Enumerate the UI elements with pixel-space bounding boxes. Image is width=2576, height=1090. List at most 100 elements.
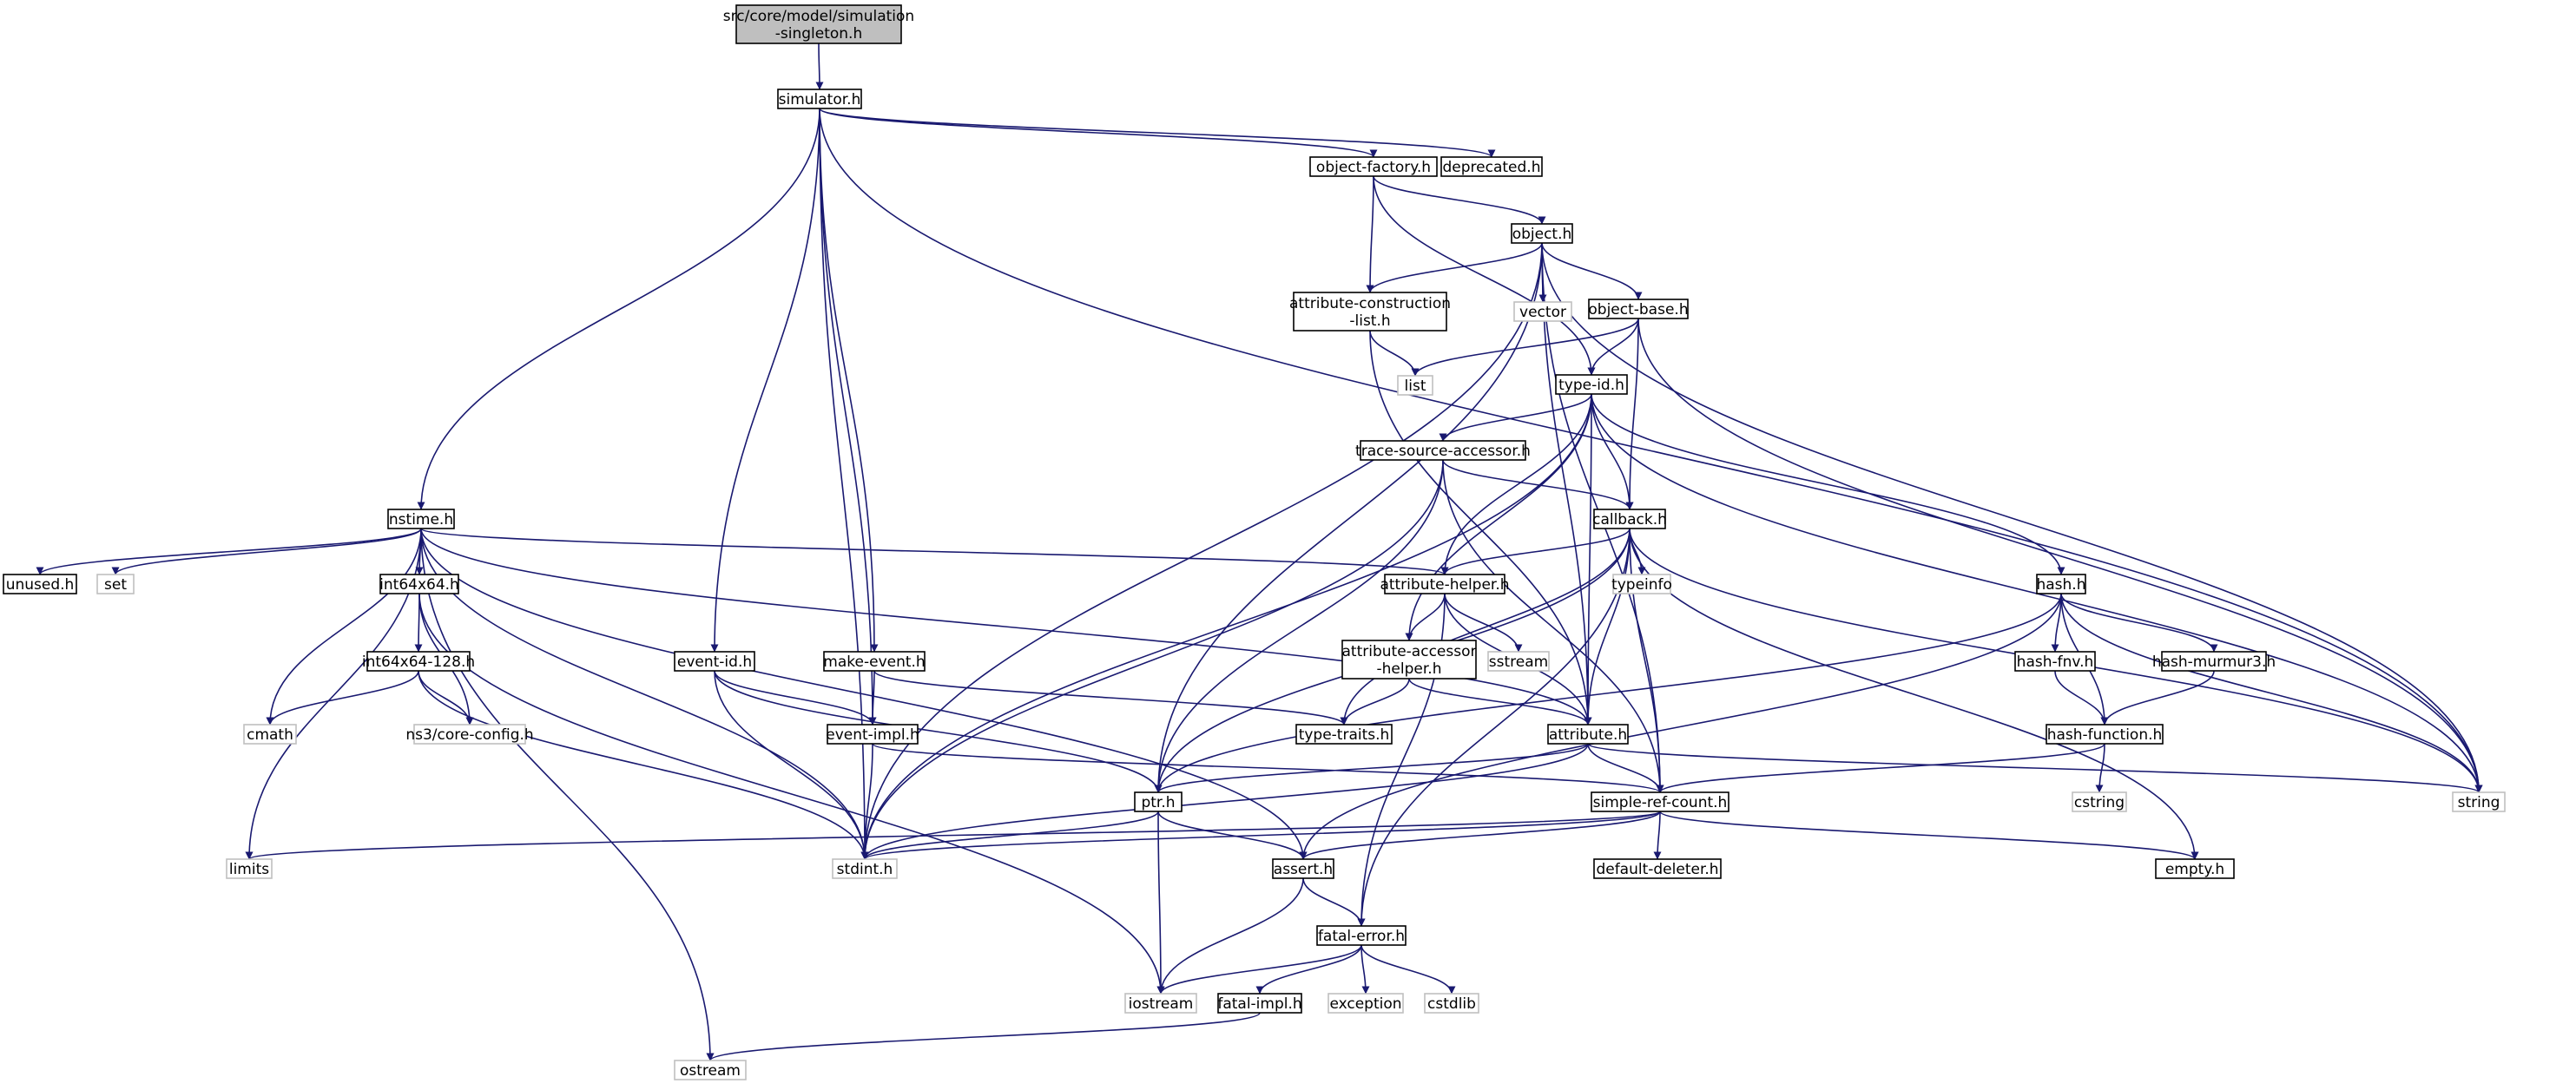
node-exception: exception	[1328, 993, 1404, 1014]
edge-type-id-to-hash	[1591, 393, 2065, 575]
edge-int64x64-to-iostream	[418, 593, 1165, 995]
edge-attr-helper-to-attr-accessor	[1405, 593, 1446, 641]
edge-object-base-to-string	[1637, 318, 2483, 793]
node-label: typeinfo	[1611, 576, 1672, 594]
node-event-id-h[interactable]: event-id.h	[674, 651, 755, 672]
node-label: -singleton.h	[775, 25, 862, 43]
node-label: fatal-error.h	[1318, 928, 1405, 945]
node-label: attribute-accessor	[1342, 643, 1477, 660]
node-iostream: iostream	[1124, 993, 1197, 1014]
node-fatal-impl-h[interactable]: fatal-impl.h	[1217, 993, 1302, 1014]
node-attribute-helper-h[interactable]: attribute-helper.h	[1380, 574, 1510, 594]
node-box	[1295, 724, 1393, 745]
node-hash-function-h[interactable]: hash-function.h	[2046, 724, 2164, 745]
node-unused-h[interactable]: unused.h	[3, 574, 77, 594]
node-event-impl-h[interactable]: event-impl.h	[826, 724, 919, 745]
node-box	[1328, 993, 1404, 1014]
edge-simple-ref-to-default-deleter	[1653, 811, 1662, 860]
node-box	[1384, 574, 1505, 594]
edge-hash-to-string	[2060, 593, 2483, 793]
node-box	[1612, 574, 1671, 594]
edge-attribute-to-string	[1587, 743, 2483, 793]
node-default-deleter-h[interactable]: default-deleter.h	[1593, 858, 1722, 879]
node-label: type-traits.h	[1299, 726, 1390, 744]
edge-type-id-to-callback	[1591, 393, 1634, 510]
node-box	[1309, 156, 1438, 177]
node-box	[1341, 640, 1477, 680]
node-simple-ref-count-h[interactable]: simple-ref-count.h	[1591, 791, 1729, 812]
edge-event-id-to-event-impl	[714, 670, 877, 726]
edge-trace-source-to-ptr	[1154, 459, 1444, 793]
node-int64x64-h[interactable]: int64x64.h	[379, 574, 459, 594]
node-label: ostream	[680, 1062, 741, 1080]
node-label: limits	[229, 861, 269, 878]
node-stdint-h: stdint.h	[832, 858, 898, 879]
node-attribute-h[interactable]: attribute.h	[1547, 724, 1629, 745]
node-nstime-h[interactable]: nstime.h	[387, 509, 455, 529]
node-hash-h[interactable]: hash.h	[2036, 574, 2086, 594]
node-ns3-core-config-h: ns3/core-config.h	[405, 724, 534, 745]
edge-event-impl-to-stdint	[860, 743, 873, 860]
node-ptr-h[interactable]: ptr.h	[1134, 791, 1183, 812]
node-label: stdint.h	[837, 861, 893, 878]
node-empty-h[interactable]: empty.h	[2155, 858, 2235, 879]
edge-callback-to-fatal-error	[1357, 528, 1631, 927]
node-box	[226, 858, 273, 879]
node-box	[1593, 858, 1722, 879]
edge-ptr-to-assert	[1157, 811, 1308, 860]
edge-trace-source-to-simple-ref	[1442, 459, 1664, 793]
node-make-event-h[interactable]: make-event.h	[823, 651, 926, 672]
edge-simple-ref-to-stdint	[860, 811, 1661, 860]
node-hash-fnv-h[interactable]: hash-fnv.h	[2014, 651, 2096, 672]
node-assert-h[interactable]: assert.h	[1272, 858, 1334, 879]
node-box	[1360, 440, 1526, 461]
node-box	[413, 724, 526, 745]
edge-type-id-to-trace-source	[1439, 393, 1592, 442]
node-trace-source-accessor-h[interactable]: trace-source-accessor.h	[1355, 440, 1531, 461]
node-box	[2036, 574, 2086, 594]
node-object-h[interactable]: object.h	[1511, 223, 1573, 244]
node-label: object.h	[1512, 226, 1572, 243]
node-type-traits-h[interactable]: type-traits.h	[1295, 724, 1393, 745]
node-ostream: ostream	[674, 1060, 747, 1080]
edge-hash-function-to-cstring	[2095, 743, 2105, 793]
node-box	[1487, 651, 1550, 672]
edge-attribute-to-ptr	[1154, 743, 1589, 793]
node-attribute-accessor-helper-h[interactable]: attribute-accessor-helper.h	[1341, 640, 1477, 680]
node-label: hash-function.h	[2047, 726, 2163, 744]
node-label: callback.h	[1592, 511, 1667, 529]
node-box	[1440, 156, 1543, 177]
node-box	[1217, 993, 1302, 1014]
node-deprecated-h[interactable]: deprecated.h	[1440, 156, 1543, 177]
node-fatal-error-h[interactable]: fatal-error.h	[1316, 925, 1407, 946]
edge-event-impl-to-simple-ref	[872, 743, 1664, 793]
edge-simulator-to-make-event	[819, 108, 879, 653]
node-type-id-h[interactable]: type-id.h	[1555, 374, 1628, 395]
node-src-core-model-simulation-singleton-h: src/core/model/simulation-singleton.h	[723, 4, 914, 44]
node-box	[2046, 724, 2164, 745]
node-label: default-deleter.h	[1596, 861, 1718, 878]
node-label: -helper.h	[1377, 660, 1442, 678]
node-int64x64-128-h[interactable]: int64x64-128.h	[362, 651, 475, 672]
node-box	[2072, 791, 2127, 812]
node-label: hash.h	[2036, 576, 2085, 594]
node-hash-murmur3-h[interactable]: hash-murmur3.h	[2152, 651, 2276, 672]
node-label: empty.h	[2165, 861, 2224, 878]
node-object-factory-h[interactable]: object-factory.h	[1309, 156, 1438, 177]
node-attribute-construction-list-h[interactable]: attribute-construction-list.h	[1289, 292, 1451, 332]
edge-object-factory-to-object	[1373, 175, 1546, 225]
edge-type-id-to-attribute	[1584, 393, 1592, 726]
edge-object-base-to-callback	[1625, 318, 1639, 510]
edge-hash-fnv-to-hash-function	[2054, 670, 2109, 726]
node-box	[96, 574, 135, 594]
node-callback-h[interactable]: callback.h	[1592, 509, 1667, 529]
edge-hash-to-ptr	[1154, 593, 2062, 793]
node-label: -list.h	[1349, 312, 1390, 330]
node-string: string	[2452, 791, 2506, 812]
node-simulator-h[interactable]: simulator.h	[777, 89, 862, 109]
edge-type-id-to-stdint	[860, 393, 1592, 860]
node-object-base-h[interactable]: object-base.h	[1588, 299, 1689, 319]
node-label: set	[104, 576, 127, 594]
node-box	[777, 89, 862, 109]
edge-int64x64-128-to-stdint	[418, 670, 869, 860]
